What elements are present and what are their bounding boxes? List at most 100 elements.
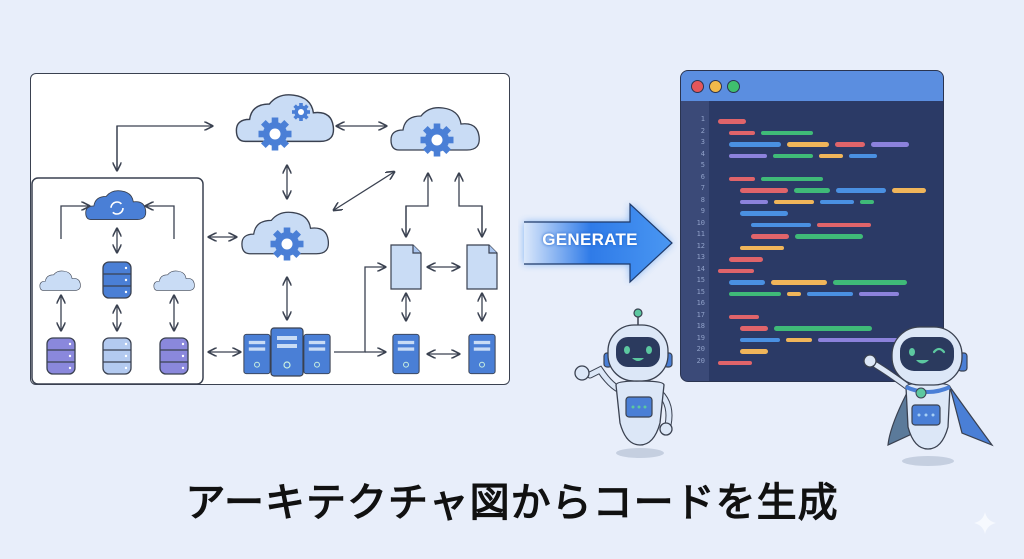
code-token: [794, 188, 830, 193]
document-left-icon: [390, 244, 422, 290]
architecture-diagram: [30, 73, 510, 385]
close-window-button[interactable]: [691, 80, 704, 93]
document-right-icon: [466, 244, 498, 290]
line-number: 4: [700, 149, 705, 158]
code-token: [740, 245, 784, 250]
cloud-gears-top-node: [235, 94, 335, 151]
code-token: [751, 222, 811, 227]
database-mid-icon: [102, 337, 132, 375]
line-number: 19: [696, 333, 705, 342]
database-left-icon: [46, 337, 76, 375]
generate-arrow: [524, 202, 673, 284]
line-number: 5: [700, 161, 705, 169]
code-token: [729, 130, 755, 135]
cloud-gear-right-node: [390, 107, 480, 157]
maximize-window-button[interactable]: [727, 80, 740, 93]
code-token: [729, 257, 763, 262]
code-token: [740, 211, 788, 216]
robot-shadow: [902, 456, 954, 466]
database-center-icon: [102, 261, 132, 299]
code-token: [740, 326, 768, 331]
code-token: [833, 280, 907, 285]
cloud-small-left-node: [39, 270, 81, 291]
robot-shadow: [616, 448, 664, 458]
code-token: [819, 153, 843, 158]
code-token: [787, 291, 801, 296]
code-token: [740, 199, 768, 204]
code-token: [807, 291, 853, 296]
line-number: 8: [700, 195, 705, 204]
code-token: [740, 349, 768, 354]
code-token: [818, 337, 898, 342]
line-number: 1: [700, 115, 705, 123]
robot-smile: [632, 358, 644, 361]
robot-smile: [916, 360, 929, 364]
robot-face-screen: [900, 337, 954, 371]
code-token: [795, 234, 863, 239]
code-token: [787, 142, 829, 147]
code-token: [718, 268, 754, 273]
robot-face-screen: [616, 337, 660, 367]
robot-eye-left: [624, 346, 630, 354]
code-token: [729, 280, 765, 285]
code-token: [773, 153, 813, 158]
diagram-canvas: [31, 94, 498, 385]
code-token: [740, 188, 788, 193]
line-number: 3: [700, 138, 705, 146]
cloud-small-right-node: [153, 270, 195, 291]
code-token: [718, 119, 746, 124]
code-token: [849, 153, 877, 158]
cloud-gear-center-node: [241, 211, 330, 261]
line-number: 15: [696, 276, 705, 284]
code-token: [740, 337, 780, 342]
cape-clasp: [915, 387, 927, 399]
line-number: 16: [696, 299, 705, 307]
line-number: 7: [700, 184, 705, 192]
line-number: 20: [696, 356, 705, 365]
robot-waving: [574, 308, 673, 458]
line-number: 17: [696, 310, 705, 319]
robot-eye-left: [909, 348, 915, 356]
code-token: [771, 280, 827, 285]
line-number: 2: [700, 126, 705, 135]
code-token: [817, 222, 871, 227]
code-token: [729, 176, 755, 181]
connectors: [61, 126, 482, 354]
code-token: [892, 188, 926, 193]
line-number: 10: [696, 218, 705, 227]
code-token: [786, 337, 812, 342]
line-number: 12: [696, 241, 705, 250]
code-token: [871, 142, 909, 147]
line-number: 6: [700, 172, 705, 181]
server-left-icon: [392, 333, 420, 375]
editor-titlebar: [681, 71, 943, 101]
database-right-icon: [159, 337, 189, 375]
server-cluster-icon: [243, 327, 331, 377]
code-token: [729, 142, 781, 147]
code-token: [729, 291, 781, 296]
robot-hand: [574, 365, 590, 381]
code-token: [860, 199, 874, 204]
code-token: [761, 176, 823, 181]
line-number: 18: [696, 322, 705, 330]
code-token: [836, 188, 886, 193]
antenna-icon: [633, 308, 643, 318]
code-token: [751, 234, 789, 239]
line-number: 20: [696, 345, 705, 353]
line-number: 15: [696, 287, 705, 296]
minimize-window-button[interactable]: [709, 80, 722, 93]
code-token: [729, 314, 759, 319]
line-number: 14: [696, 264, 705, 273]
line-number: 13: [696, 253, 705, 261]
code-token: [729, 153, 767, 158]
line-number: 11: [696, 230, 705, 238]
code-token: [820, 199, 854, 204]
code-token: [859, 291, 899, 296]
code-token: [761, 130, 813, 135]
cloud-sync-node: [85, 190, 147, 220]
robot-caped: [863, 326, 994, 466]
code-token: [718, 360, 752, 365]
server-right-icon: [468, 333, 496, 375]
